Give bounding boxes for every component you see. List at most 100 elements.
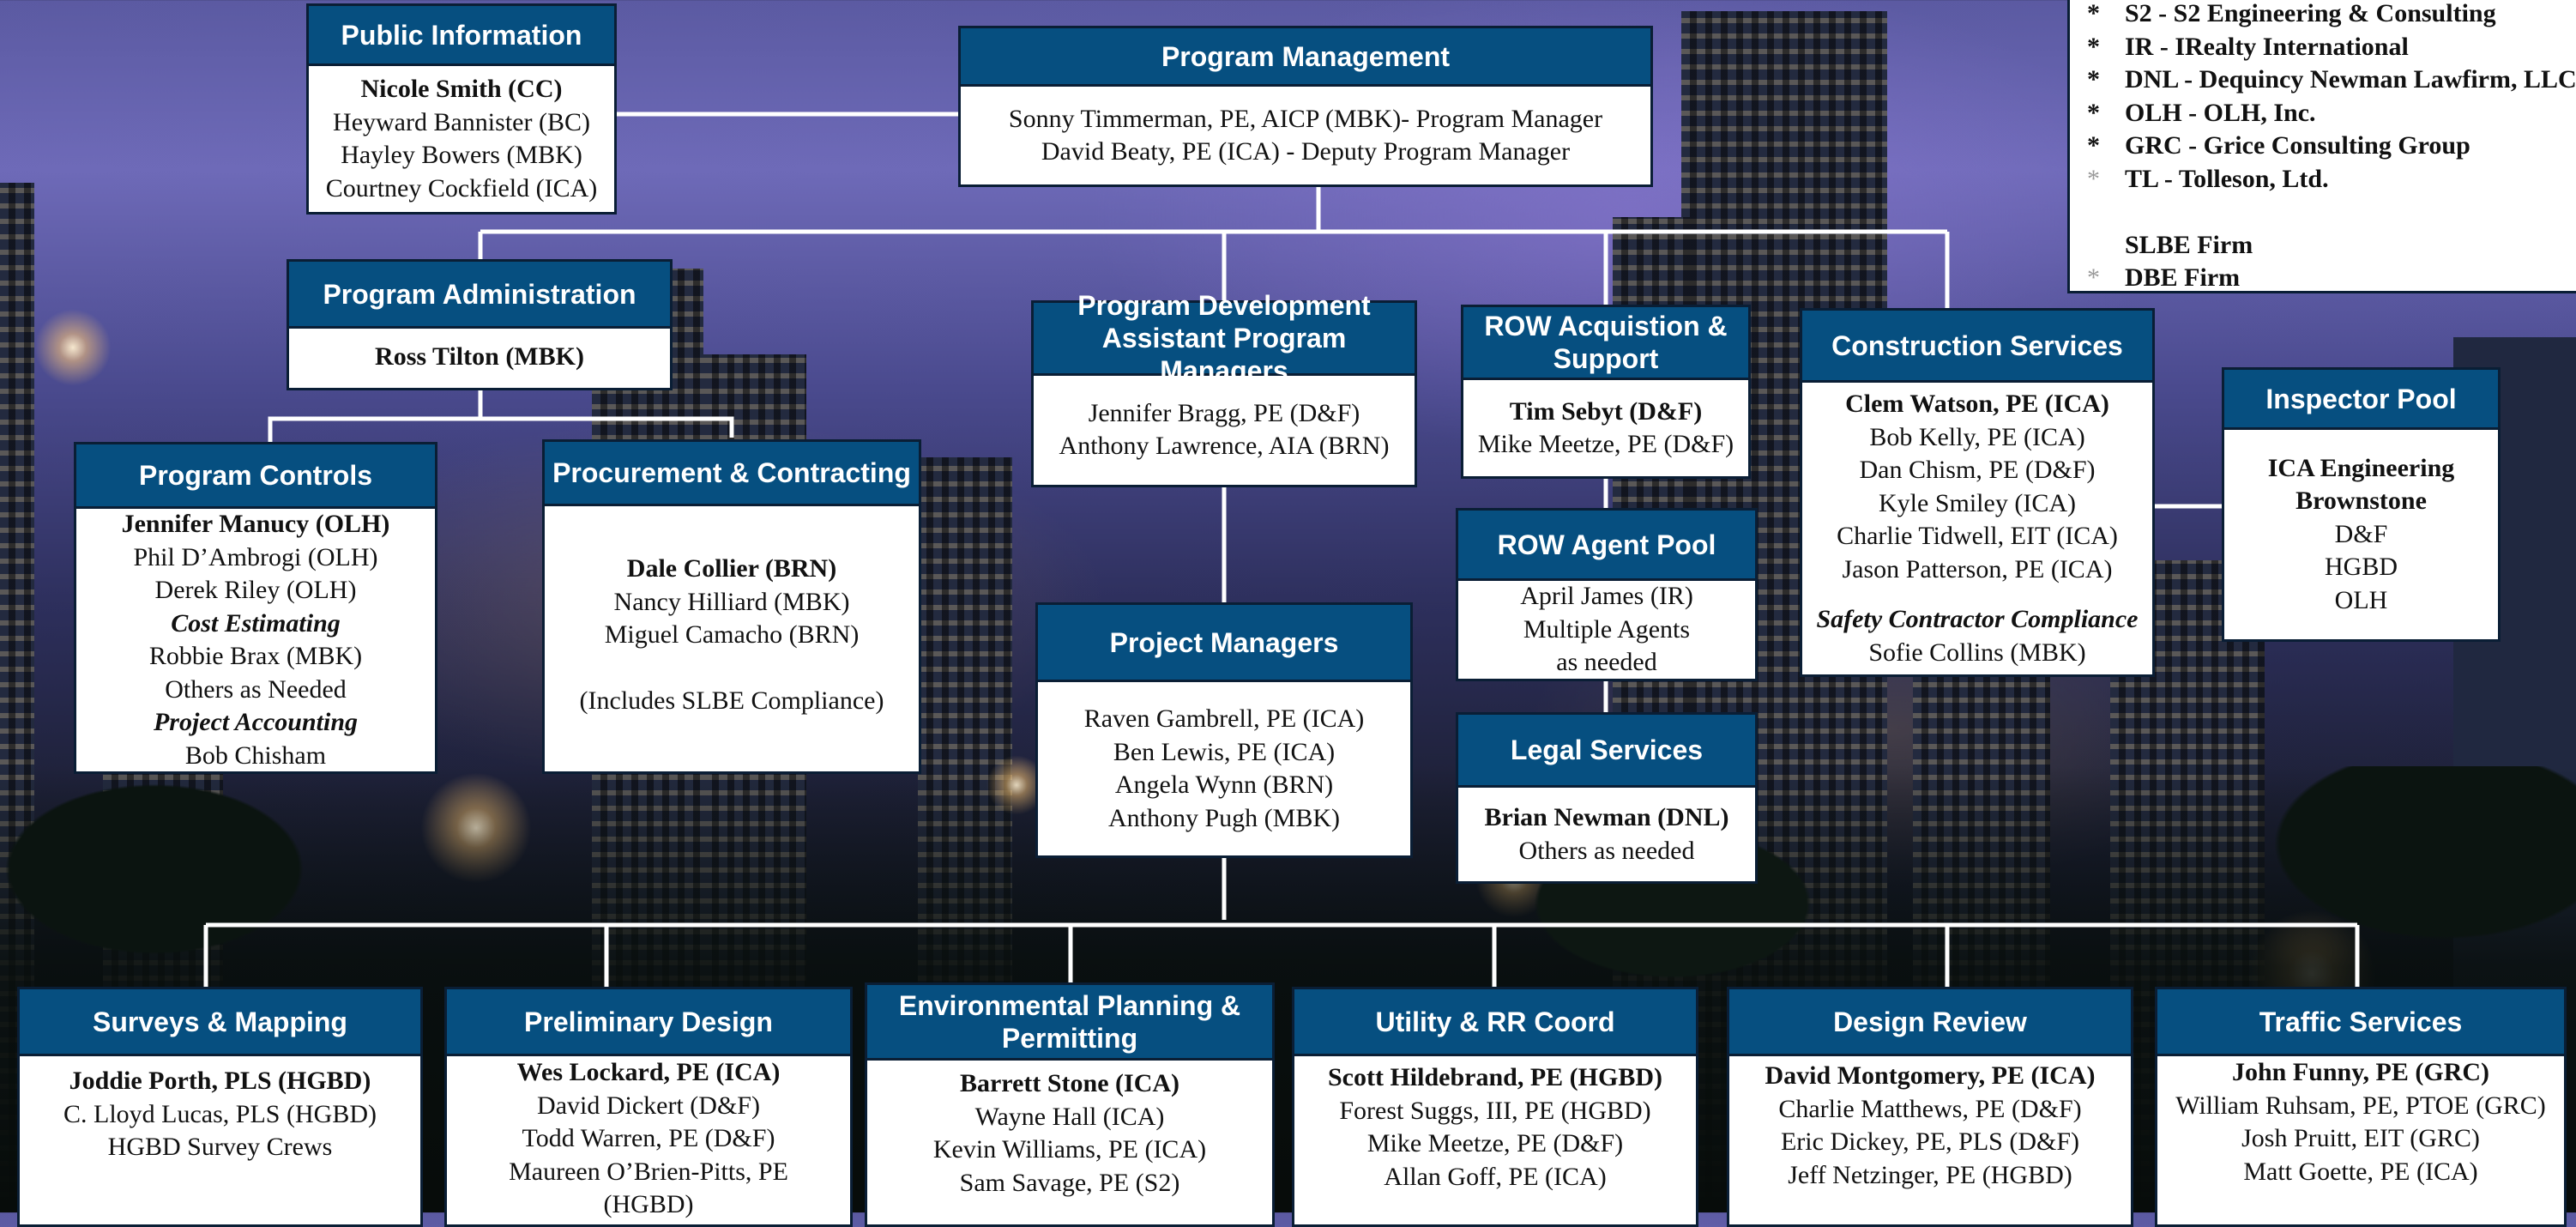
construction-services-box: Construction Services Clem Watson, PE (I…: [1800, 308, 2155, 677]
member: Sofie Collins (MBK): [1868, 638, 2086, 667]
legend-text: S2 - S2 Engineering & Consulting: [2125, 0, 2496, 27]
program-controls-title: Program Controls: [76, 444, 435, 509]
member: Courtney Cockfield (ICA): [325, 173, 598, 202]
row-agent-pool-title: ROW Agent Pool: [1458, 511, 1755, 581]
member: Nicole Smith (CC): [360, 75, 563, 103]
procurement-contracting-members: Dale Collier (BRN) Nancy Hilliard (MBK) …: [545, 506, 919, 764]
program-development-members: Jennifer Bragg, PE (D&F) Anthony Lawrenc…: [1034, 376, 1415, 484]
surveys-mapping-box: Surveys & Mapping Joddie Porth, PLS (HGB…: [17, 987, 423, 1227]
legend-text: IR - IRealty International: [2125, 32, 2409, 61]
design-review-members: David Montgomery, PE (ICA) Charlie Matth…: [1729, 1056, 2131, 1202]
member: Maureen O’Brien-Pitts, PE: [509, 1157, 788, 1186]
title-line: Environmental Planning &: [898, 989, 1241, 1021]
design-review-title: Design Review: [1729, 989, 2131, 1056]
project-managers-title: Project Managers: [1038, 605, 1410, 682]
legend-item: * TL - Tolleson, Ltd.: [2087, 163, 2576, 196]
row-acquisition-box: ROW Acquistion & Support Tim Sebyt (D&F)…: [1461, 305, 1751, 479]
member: William Ruhsam, PE, PTOE (GRC): [2175, 1091, 2546, 1120]
design-review-box: Design Review David Montgomery, PE (ICA)…: [1727, 987, 2133, 1227]
member: Bob Chisham: [184, 740, 327, 770]
row-acquisition-title: ROW Acquistion & Support: [1463, 307, 1748, 380]
surveys-mapping-members: Joddie Porth, PLS (HGBD) C. Lloyd Lucas,…: [20, 1056, 420, 1202]
legal-services-box: Legal Services Brian Newman (DNL) Others…: [1456, 712, 1758, 884]
legal-services-members: Brian Newman (DNL) Others as needed: [1458, 788, 1755, 881]
section-heading: Safety Contractor Compliance: [1816, 605, 2139, 633]
member: OLH: [2334, 585, 2388, 614]
title-line: Permitting: [1001, 1022, 1138, 1054]
member: Scott Hildebrand, PE (HGBD): [1327, 1063, 1662, 1091]
row-agent-pool-box: ROW Agent Pool April James (IR) Multiple…: [1456, 508, 1758, 681]
title-line: Assistant Program Managers: [1101, 323, 1347, 386]
member: C. Lloyd Lucas, PLS (HGBD): [63, 1099, 377, 1128]
program-management-title: Program Management: [961, 28, 1650, 87]
traffic-services-title: Traffic Services: [2157, 989, 2564, 1056]
member: Dale Collier (BRN): [626, 554, 837, 583]
member: as needed: [1556, 648, 1657, 677]
member: Ross Tilton (MBK): [375, 342, 584, 371]
member: Raven Gambrell, PE (ICA): [1083, 704, 1365, 733]
construction-services-title: Construction Services: [1802, 311, 2152, 383]
surveys-mapping-title: Surveys & Mapping: [20, 989, 420, 1056]
member: Josh Pruitt, EIT (GRC): [2241, 1124, 2480, 1152]
member: HGBD: [2324, 553, 2398, 582]
inspector-pool-box: Inspector Pool ICA Engineering Brownston…: [2222, 367, 2501, 642]
legend-item: *S2 - S2 Engineering & Consulting: [2087, 0, 2576, 31]
member: Derek Riley (OLH): [154, 576, 357, 604]
member: Joddie Porth, PLS (HGBD): [69, 1067, 371, 1095]
member: Wes Lockard, PE (ICA): [516, 1058, 781, 1086]
program-controls-members: Jennifer Manucy (OLH) Phil D’Ambrogi (OL…: [76, 509, 435, 771]
legend-item: *GRC - Grice Consulting Group: [2087, 130, 2576, 163]
member: Heyward Bannister (BC): [333, 107, 590, 136]
legend-spacer: [2087, 196, 2576, 229]
member: Dan Chism, PE (D&F): [1859, 456, 2096, 484]
public-information-title: Public Information: [309, 6, 614, 66]
member: Mike Meetze, PE (D&F): [1366, 1129, 1624, 1157]
member: Mike Meetze, PE (D&F): [1477, 430, 1734, 458]
section-heading: Project Accounting: [153, 708, 359, 736]
member: Matt Goette, PE (ICA): [2243, 1157, 2478, 1186]
environmental-planning-members: Barrett Stone (ICA) Wayne Hall (ICA) Kev…: [867, 1061, 1272, 1206]
title-line: Support: [1553, 343, 1659, 374]
member: David Dickert (D&F): [537, 1091, 760, 1120]
member: Forest Suggs, III, PE (HGBD): [1339, 1096, 1651, 1125]
program-management-box: Program Management Sonny Timmerman, PE, …: [958, 26, 1653, 187]
legend-mark: *: [2087, 65, 2100, 94]
legend-text: DNL - Dequincy Newman Lawfirm, LLC: [2125, 65, 2576, 94]
member: Barrett Stone (ICA): [959, 1069, 1180, 1097]
legend-item: * DNL - Dequincy Newman Lawfirm, LLC: [2087, 63, 2576, 97]
inspector-pool-title: Inspector Pool: [2224, 370, 2498, 430]
construction-services-members: Clem Watson, PE (ICA) Bob Kelly, PE (ICA…: [1802, 383, 2152, 674]
member: Phil D’Ambrogi (OLH): [133, 542, 378, 571]
member: Jason Patterson, PE (ICA): [1842, 554, 2113, 583]
member: Angela Wynn (BRN): [1114, 771, 1334, 799]
legend-mark: [2087, 229, 2125, 263]
public-information-box: Public Information Nicole Smith (CC) Hey…: [306, 3, 617, 215]
row-agent-pool-members: April James (IR) Multiple Agents as need…: [1458, 581, 1755, 679]
member: Wayne Hall (ICA): [974, 1102, 1165, 1131]
title-line: Program Development: [1077, 290, 1371, 321]
firm-legend: *S2 - S2 Engineering & Consulting *IR - …: [2067, 0, 2576, 293]
legend-text: SLBE Firm: [2125, 230, 2253, 259]
legend-item: * IR - IRealty International: [2087, 31, 2576, 64]
member: Brownstone: [2295, 487, 2427, 516]
legend-mark: *: [2087, 32, 2100, 61]
program-administration-box: Program Administration Ross Tilton (MBK): [287, 259, 673, 390]
project-managers-box: Project Managers Raven Gambrell, PE (ICA…: [1035, 602, 1413, 858]
section-heading: Cost Estimating: [171, 608, 341, 638]
legend-mark: *: [2087, 164, 2100, 193]
member: Clem Watson, PE (ICA): [1845, 390, 2109, 418]
member: Ben Lewis, PE (ICA): [1113, 737, 1336, 766]
preliminary-design-title: Preliminary Design: [447, 989, 850, 1056]
procurement-contracting-title: Procurement & Contracting: [545, 442, 919, 506]
member: Others as needed: [1518, 836, 1695, 865]
legend-mark: *: [2087, 263, 2100, 292]
member: Jennifer Bragg, PE (D&F): [1088, 398, 1360, 427]
member: Kevin Williams, PE (ICA): [932, 1135, 1207, 1164]
utility-rr-coord-members: Scott Hildebrand, PE (HGBD) Forest Suggs…: [1294, 1056, 1696, 1202]
member: Todd Warren, PE (D&F): [522, 1124, 775, 1152]
member: April James (IR): [1520, 582, 1693, 611]
legend-text: TL - Tolleson, Ltd.: [2125, 164, 2329, 193]
program-administration-title: Program Administration: [289, 262, 670, 329]
member: Kyle Smiley (ICA): [1879, 488, 2076, 517]
member: Hayley Bowers (MBK): [341, 141, 582, 169]
